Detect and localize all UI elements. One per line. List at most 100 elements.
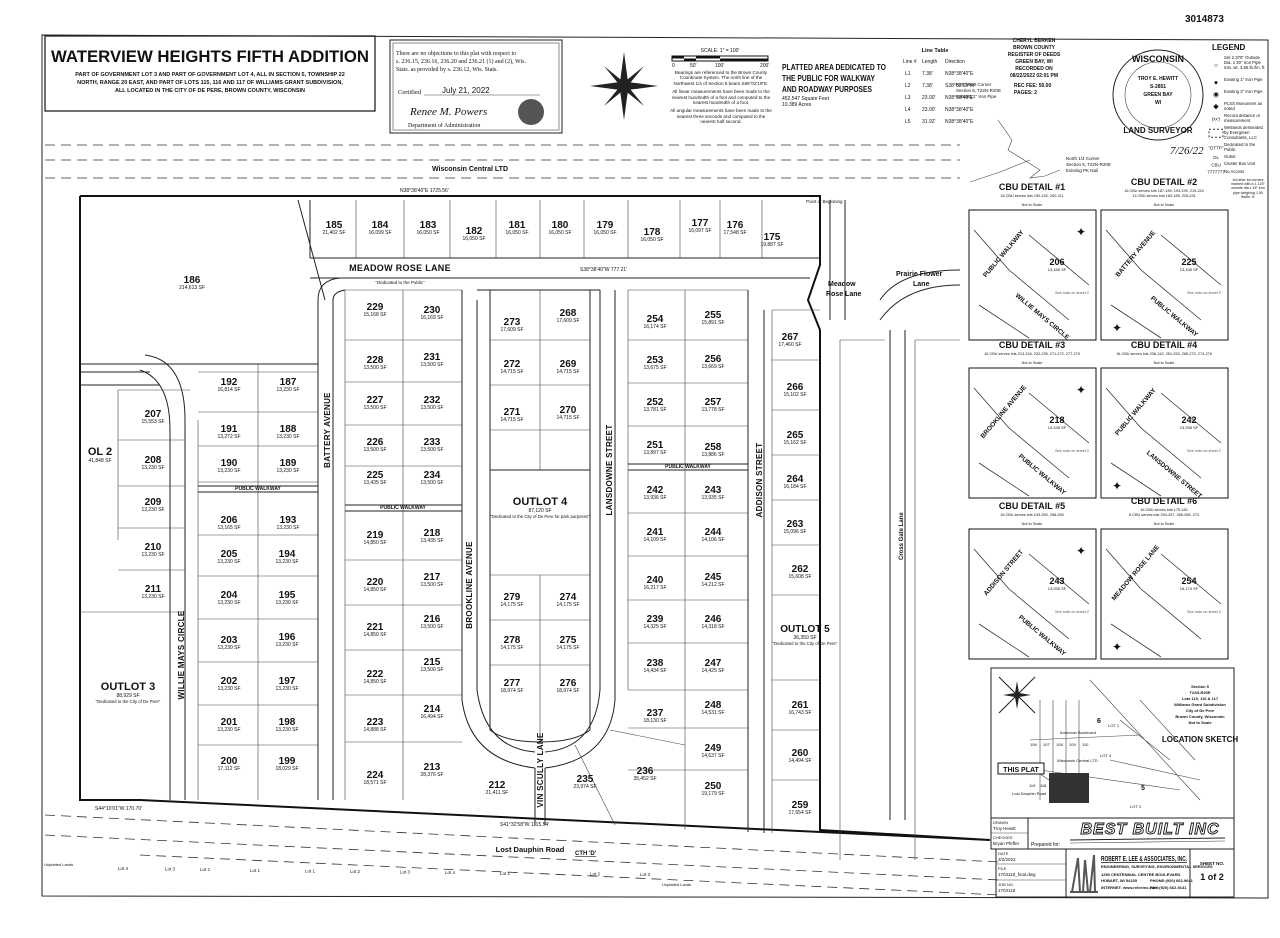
drawn-label: DRAWN (993, 820, 1008, 825)
company-name: ROBERT E. LEE & ASSOCIATES, INC. (1101, 854, 1187, 863)
lot-number: 261 (792, 700, 809, 711)
n14-corner-note: North 1/4 Corner Section 5, T22N-R20E Ex… (1066, 156, 1111, 173)
lot-number: 177 (692, 218, 709, 229)
lot-number: 277 (504, 678, 521, 689)
line-table-cell: 23.00' (922, 107, 936, 113)
lot-number: 206 (221, 515, 238, 526)
nw-corner-line: Section 5, T22N-R20E (956, 88, 1001, 93)
lot-number: 262 (792, 564, 809, 575)
cbu-desc: 16 CBU serves lots 236-242, 251-253, 269… (1116, 352, 1212, 356)
company-address-2: HOBART, WI 54155 (1101, 878, 1138, 883)
cbu-scale: Not to Scale (1154, 522, 1175, 526)
company-address-1: 1250 CENTENNIAL CENTRE BOULEVARD (1101, 872, 1181, 877)
lot-area: 13,230 SF (276, 468, 299, 474)
sketch-label: Wisconsin Central LTD (1057, 758, 1098, 763)
cbu-street: PUBLIC WALKWAY (1017, 614, 1067, 658)
line-table-cell: N38°38'40"E (945, 95, 974, 101)
legend-item: Record distance or measurement (1224, 114, 1260, 123)
lot-line (1105, 229, 1222, 339)
lot-number: 183 (420, 220, 437, 231)
south-lot-label: Lot 3 (400, 870, 411, 875)
lot-number: 234 (424, 470, 441, 481)
south-lot-label: Lot 3 (640, 872, 651, 877)
line-table-cell: L5 (905, 119, 911, 125)
lot-area: 13,500 SF (363, 365, 386, 371)
document-number: 3014873 (1185, 14, 1224, 25)
lot-area: 16,050 SF (640, 237, 663, 243)
lot-number: 268 (560, 308, 577, 319)
lot-number: 187 (280, 377, 297, 388)
line-table-title: Line Table (922, 48, 949, 54)
lot-area: 13,272 SF (217, 434, 240, 440)
cbu-detail-2: CBU DETAIL #216 CBU serves lots 187-189,… (1100, 177, 1229, 341)
lot-number: 224 (367, 770, 384, 781)
seal-state: WISCONSIN (1132, 54, 1184, 64)
lot-number: 265 (787, 430, 804, 441)
lot-number: 266 (787, 382, 804, 393)
lot-number: 275 (560, 635, 577, 646)
lot-number: 250 (705, 781, 722, 792)
seal-date: 7/26/22 (1170, 145, 1204, 157)
lot-area: 14,531 SF (701, 710, 724, 716)
lot-area: 18,571 SF (363, 780, 386, 786)
unplatted-lands-label: Unplatted Lands (44, 862, 73, 867)
cbu-lot-area: 13,936 SF (1180, 425, 1199, 430)
wetland-icon (1208, 128, 1224, 138)
lot-number: 259 (792, 800, 809, 811)
lot-area: 16,174 SF (643, 324, 666, 330)
cbu-desc: 16 CBU serves lots 213-218, 232-235, 271… (984, 352, 1080, 356)
lot-number: 212 (489, 780, 506, 791)
outlot-name: OUTLOT 3 (101, 681, 155, 693)
cbu-details: CBU DETAIL #116 CBU serves lots 190-192,… (968, 177, 1229, 660)
location-info-line: Brown County, Wisconsin (1175, 714, 1225, 719)
lot-area: 14,212 SF (701, 582, 724, 588)
lot-area: 14,715 SF (500, 369, 523, 375)
seal-title: LAND SURVEYOR (1123, 126, 1192, 135)
lot-area: 13,230 SF (275, 727, 298, 733)
lot-area: 15,168 SF (363, 312, 386, 318)
cbu-desc: 16 CBU serves lots 175-182 (1140, 508, 1188, 512)
sketch-label: 107 (1043, 742, 1050, 747)
lansdowne-street-label: LANSDOWNE STREET (605, 424, 614, 515)
sketch-label: 106 (1030, 742, 1037, 747)
north-boundary-bearing: N38°38'40"E 1725.56' (400, 188, 449, 194)
cbu-scale: Not to Scale (1022, 522, 1043, 526)
cbu-desc: 16 CBU serves lots 187-189, 193-199, 219… (1124, 189, 1204, 193)
lot-area: 23,974 SF (573, 784, 596, 790)
lot-number: 195 (279, 590, 296, 601)
lot-number: 271 (504, 407, 521, 418)
sketch-label: LOT 1 (1108, 723, 1120, 728)
lot-number: 179 (597, 220, 614, 231)
lot-area: 13,500 SF (420, 480, 443, 486)
north-arrow-icon: ✦ (1076, 383, 1086, 397)
cbu-frame (1100, 209, 1229, 341)
lot-number: 267 (782, 332, 799, 343)
doa-text-1: There are no objections to this plat wit… (396, 51, 516, 57)
lot-area: 16,184 SF (783, 484, 806, 490)
lot-area: 14,494 SF (788, 758, 811, 764)
lot-area: 13,500 SF (420, 405, 443, 411)
outlot-2: OL 241,848 SF (88, 446, 112, 464)
lot-number: 219 (367, 530, 384, 541)
lot-area: 13,675 SF (643, 365, 666, 371)
cbu-lot: 225 (1181, 257, 1196, 267)
north-arrow-icon (998, 676, 1036, 714)
lot-number: 263 (787, 519, 804, 530)
